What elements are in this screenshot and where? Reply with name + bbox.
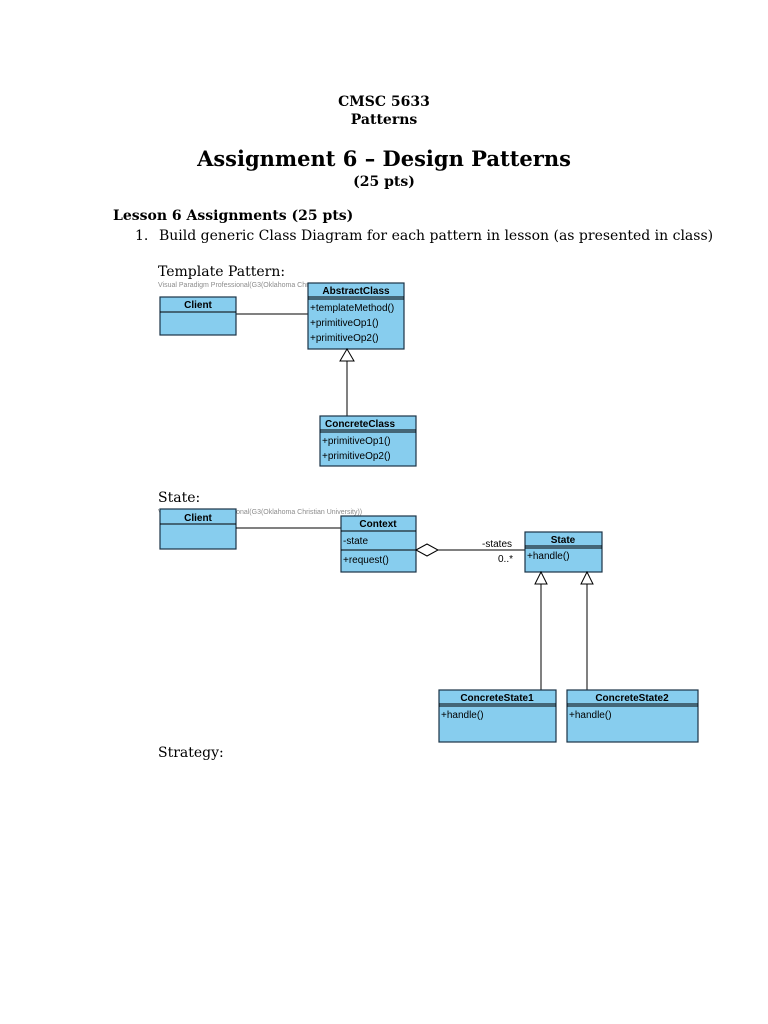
- generalization-arrowhead: [534, 570, 548, 585]
- state-diagram: Client Context -state +request() -states…: [159, 508, 699, 743]
- attribute: -state: [343, 536, 368, 547]
- abstract-class: AbstractClass +templateMethod() +primiti…: [307, 282, 405, 350]
- state-pattern-label: State:: [158, 490, 201, 506]
- strategy-pattern-label: Strategy:: [158, 745, 224, 761]
- aggregation-diamond: [414, 543, 440, 557]
- class-name: ConcreteState2: [595, 693, 669, 704]
- title-points: (25 pts): [353, 174, 415, 190]
- generalization-arrowhead: [580, 570, 594, 585]
- context-class: Context -state +request(): [340, 515, 417, 573]
- operation: +handle(): [527, 551, 570, 562]
- association-multiplicity: 0..*: [498, 554, 513, 565]
- template-watermark: Visual Paradigm Professional(G3(Oklahoma…: [158, 282, 309, 289]
- class-name: ConcreteClass: [325, 419, 395, 430]
- generalization-arrowhead: [339, 348, 355, 362]
- operation: +handle(): [569, 710, 612, 721]
- template-pattern-label: Template Pattern:: [158, 264, 286, 280]
- class-name: ConcreteState1: [460, 693, 534, 704]
- concrete-state2-class: ConcreteState2 +handle(): [566, 689, 699, 743]
- concrete-state1-class: ConcreteState1 +handle(): [438, 689, 557, 743]
- list-item: 1. Build generic Class Diagram for each p…: [135, 228, 713, 244]
- list-item-text: Build generic Class Diagram for each pat…: [159, 228, 714, 244]
- operation: +primitiveOp1(): [310, 318, 379, 329]
- list-item-number: 1.: [135, 228, 149, 244]
- template-diagram: Client AbstractClass +templateMethod() +…: [159, 282, 417, 467]
- association-role: -states: [482, 539, 512, 550]
- class-name: Client: [184, 300, 212, 311]
- operation: +primitiveOp2(): [310, 333, 379, 344]
- operation: +primitiveOp1(): [322, 436, 391, 447]
- course-subject: Patterns: [350, 112, 418, 128]
- course-code: CMSC 5633: [338, 94, 430, 110]
- class-name: AbstractClass: [322, 286, 390, 297]
- operation: +request(): [343, 555, 389, 566]
- state-client-class: Client: [159, 508, 237, 550]
- operation: +handle(): [441, 710, 484, 721]
- class-name: State: [551, 535, 576, 546]
- operation: +primitiveOp2(): [322, 451, 391, 462]
- page-title: Assignment 6 – Design Patterns: [197, 146, 571, 171]
- concrete-class: ConcreteClass +primitiveOp1() +primitive…: [319, 415, 417, 467]
- template-client-class: Client: [159, 296, 237, 336]
- class-name: Context: [359, 519, 397, 530]
- state-class: State +handle(): [524, 531, 603, 573]
- operation: +templateMethod(): [310, 303, 394, 314]
- section-heading: Lesson 6 Assignments (25 pts): [113, 208, 354, 224]
- state-watermark: Visual Paradigm Professional(G3(Oklahoma…: [158, 509, 363, 516]
- class-name: Client: [184, 513, 212, 524]
